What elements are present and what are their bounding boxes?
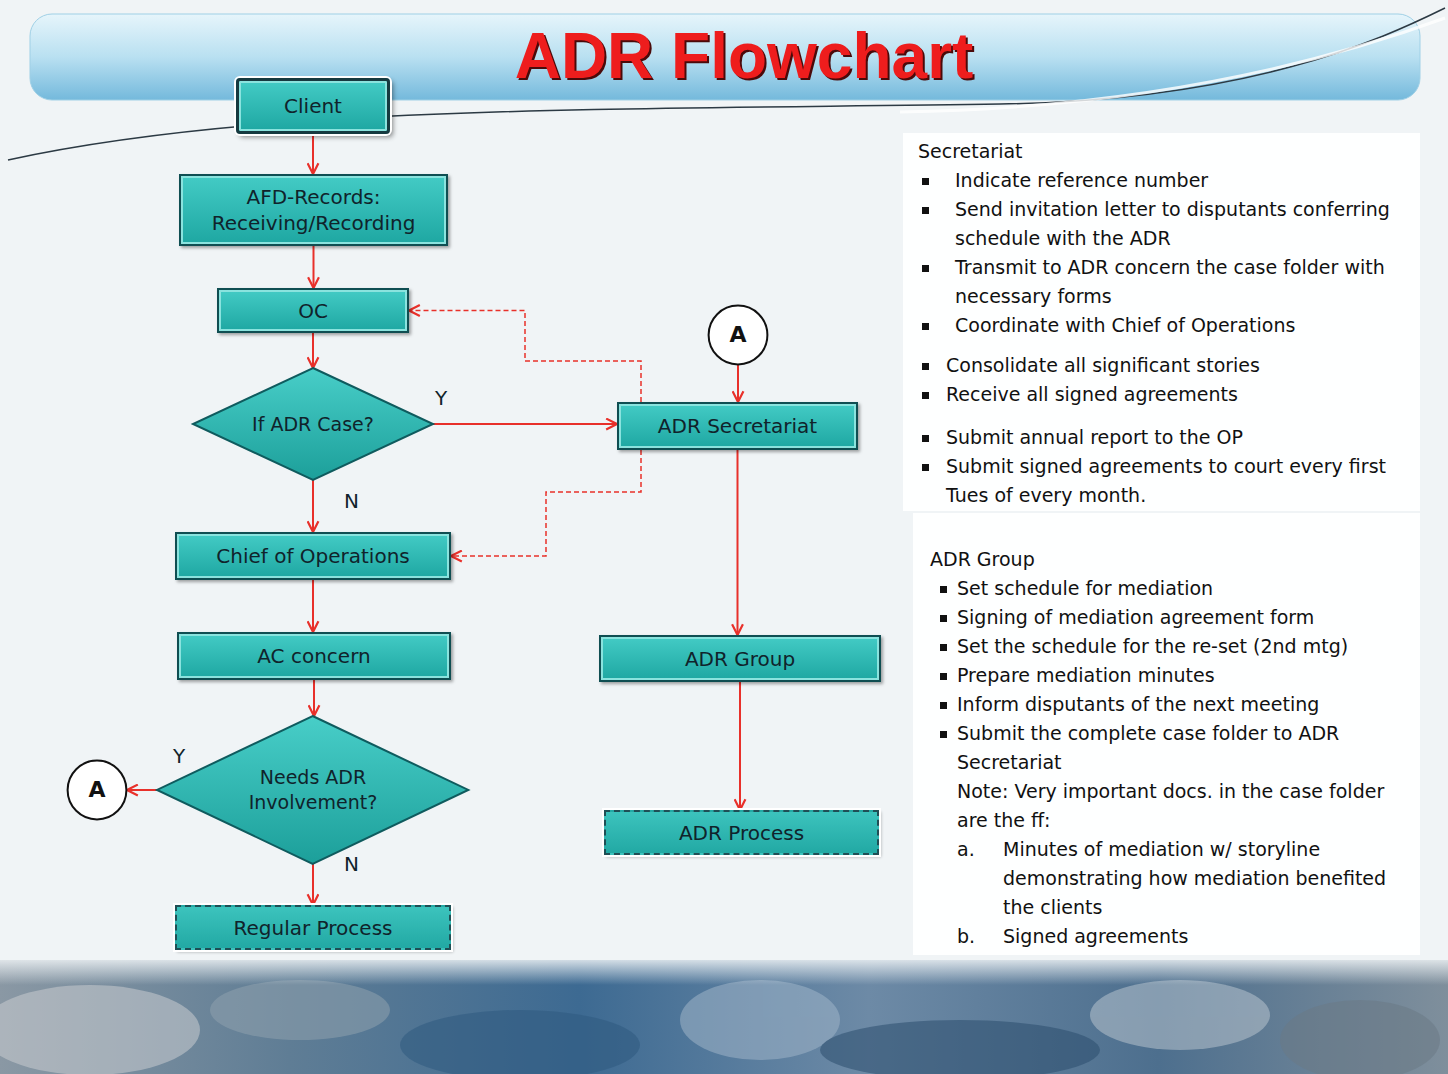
note-text: a. <box>957 835 997 864</box>
note-text: Receive all signed agreements <box>946 380 1410 409</box>
branch-label: N <box>341 489 362 513</box>
panel-heading: Secretariat <box>918 137 1358 166</box>
note-text: Set the schedule for the re-set (2nd mtg… <box>957 632 1415 661</box>
node-text: Regular Process <box>234 915 393 941</box>
swoosh-highlight <box>900 18 1445 112</box>
start-box: Client <box>236 78 390 134</box>
adr-group-panel <box>913 513 1420 955</box>
process-box: ADR Secretariat <box>617 402 858 450</box>
node-text: Client <box>284 93 342 119</box>
secretariat-panel <box>903 133 1420 511</box>
process-box: AFD-Records: Receiving/Recording <box>179 174 448 246</box>
bullet-square <box>940 644 947 651</box>
node-text: ADR Secretariat <box>658 413 817 439</box>
node-text: ADR Process <box>679 820 804 846</box>
flow-arrow <box>313 246 315 288</box>
note-text: Transmit to ADR concern the case folder … <box>955 253 1410 311</box>
process-box: Chief of Operations <box>175 532 451 580</box>
branch-label: Y <box>170 744 188 768</box>
bullet-square <box>922 464 929 471</box>
note-text: Submit the complete case folder to ADR S… <box>957 719 1415 777</box>
note-text: Indicate reference number <box>955 166 1410 195</box>
note-text: Signing of mediation agreement form <box>957 603 1415 632</box>
photo-texture <box>0 980 1440 1074</box>
branch-label: N <box>341 852 362 876</box>
bullet-square <box>940 615 947 622</box>
note-text: Set schedule for mediation <box>957 574 1415 603</box>
node-text: AC concern <box>257 643 370 669</box>
node-text: OC <box>298 298 328 324</box>
connector-circle: A <box>708 305 768 365</box>
photo-fade <box>0 955 1448 985</box>
bullet-square <box>940 731 947 738</box>
flow-arrow <box>433 423 617 425</box>
chart-title: ADR Flowchart <box>424 18 1064 94</box>
bullet-square <box>922 178 929 185</box>
note-text: Prepare mediation minutes <box>957 661 1415 690</box>
process-box: AC concern <box>177 632 451 680</box>
diamond-outline <box>157 716 468 864</box>
bullet-square <box>922 435 929 442</box>
circle-shape <box>709 306 768 365</box>
flow-arrow <box>312 134 314 174</box>
note-text: Submit signed agreements to court every … <box>946 452 1410 510</box>
bullet-square <box>922 207 929 214</box>
node-text: ADR Group <box>685 646 795 672</box>
node-text: If ADR Case? <box>252 412 374 437</box>
bullet-square <box>922 265 929 272</box>
node-text: A <box>729 322 746 348</box>
diamond-shape <box>157 716 468 864</box>
flow-arrow <box>737 365 739 402</box>
flow-arrow <box>312 580 314 632</box>
process-box: ADR Group <box>599 635 881 682</box>
flow-arrow <box>737 450 739 635</box>
process-box: OC <box>217 288 409 333</box>
bullet-square <box>940 586 947 593</box>
diamond-shape <box>193 368 433 480</box>
decision-diamond: Needs ADR Involvement? <box>157 716 468 864</box>
node-text: A <box>88 777 105 803</box>
panel-heading: ADR Group <box>930 545 1370 574</box>
note-text: Note: Very important docs. in the case f… <box>957 777 1415 835</box>
flow-arrow <box>127 789 157 791</box>
connector-circle: A <box>67 760 127 820</box>
dashed-arrow <box>451 450 641 556</box>
flow-arrow <box>739 682 741 810</box>
node-text: Chief of Operations <box>216 543 410 569</box>
note-text: Consolidate all significant stories <box>946 351 1410 380</box>
flow-arrow <box>312 333 314 368</box>
note-text: Coordinate with Chief of Operations <box>955 311 1410 340</box>
flow-arrow <box>312 480 314 532</box>
terminal-box: ADR Process <box>604 810 879 855</box>
note-text: Submit annual report to the OP <box>946 423 1410 452</box>
bullet-square <box>940 702 947 709</box>
note-text: b. <box>957 922 997 951</box>
branch-label: Y <box>432 386 450 410</box>
note-text: Send invitation letter to disputants con… <box>955 195 1410 253</box>
bullet-square <box>922 392 929 399</box>
note-text: Inform disputants of the next meeting <box>957 690 1415 719</box>
note-text: Minutes of mediation w/ storyline demons… <box>1003 835 1415 922</box>
bullet-square <box>922 363 929 370</box>
circle-shape <box>68 761 127 820</box>
bullet-square <box>922 323 929 330</box>
node-text: Needs ADR Involvement? <box>238 765 388 815</box>
node-text: AFD-Records: Receiving/Recording <box>191 184 436 236</box>
flow-arrow <box>312 864 314 905</box>
decision-diamond: If ADR Case? <box>193 368 433 480</box>
flow-arrow <box>313 680 315 716</box>
terminal-box: Regular Process <box>175 905 451 950</box>
note-text: Signed agreements <box>1003 922 1415 951</box>
bullet-square <box>940 673 947 680</box>
